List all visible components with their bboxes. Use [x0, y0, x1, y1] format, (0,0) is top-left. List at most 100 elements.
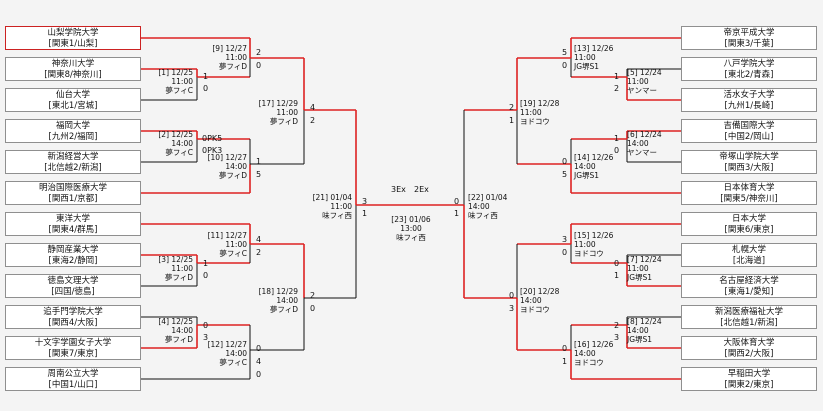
match-time: 14:00	[276, 295, 298, 305]
match-time: 14:00	[574, 348, 596, 358]
score-m12-low: 0	[256, 370, 262, 379]
left-team-7[interactable]: 東洋大学 [関東4/群馬]	[5, 212, 141, 236]
score-m12-bot: 4	[256, 357, 262, 366]
left-team-3[interactable]: 仙台大学 [東北1/宮城]	[5, 88, 141, 112]
score-m7-top: 0	[614, 259, 620, 268]
match-info-6: [6] 12/24 14:00 ヤンマー	[627, 130, 673, 157]
score-m8-bot: 3	[614, 333, 620, 342]
match-info-22: [22] 01/04 14:00 味フィ西	[468, 193, 518, 220]
right-team-4[interactable]: 吉備国際大学 [中国2/岡山]	[681, 119, 817, 143]
right-team-7[interactable]: 日本大学 [関東6/東京]	[681, 212, 817, 236]
team-name: 八戸学院大学	[723, 59, 775, 69]
right-team-3[interactable]: 活水女子大学 [九州1/長崎]	[681, 88, 817, 112]
score-m15-top: 3	[562, 235, 568, 244]
left-team-12[interactable]: 周南公立大学 [中国1/山口]	[5, 367, 141, 391]
match-time: 14:00	[225, 161, 247, 171]
team-region: [北海道]	[732, 256, 766, 266]
match-venue: 夢フィC	[165, 85, 193, 95]
team-region: [関西4/大阪]	[48, 318, 98, 328]
score-m3-top: 1	[203, 259, 209, 268]
team-region: [関東6/東京]	[724, 225, 774, 235]
team-region: [関西1/京都]	[48, 194, 98, 204]
match-info-12: [12] 12/27 14:00 夢フィC	[197, 340, 247, 367]
right-team-2[interactable]: 八戸学院大学 [東北2/青森]	[681, 57, 817, 81]
match-header: [5] 12/24	[627, 68, 662, 77]
team-region: [中国2/岡山]	[724, 132, 774, 142]
right-team-1[interactable]: 帝京平成大学 [関東3/千葉]	[681, 26, 817, 50]
score-m16-bot: 1	[562, 357, 568, 366]
team-region: [関東8/神奈川]	[44, 70, 102, 80]
right-team-9[interactable]: 名古屋経済大学 [東海1/愛知]	[681, 274, 817, 298]
left-team-11[interactable]: 十文字学園女子大学 [関東7/東京]	[5, 336, 141, 360]
right-team-12[interactable]: 早稲田大学 [関東2/東京]	[681, 367, 817, 391]
left-team-8[interactable]: 静岡産業大学 [東海2/静岡]	[5, 243, 141, 267]
score-final-right: 2Ex	[414, 185, 429, 194]
match-info-20: [20] 12/28 14:00 ヨドコウ	[520, 287, 568, 314]
left-team-4[interactable]: 福岡大学 [九州2/福岡]	[5, 119, 141, 143]
match-info-4: [4] 12/25 14:00 夢フィD	[145, 317, 193, 344]
team-region: [東海2/静岡]	[48, 256, 98, 266]
score-m2-bot: 0PK3	[202, 146, 223, 155]
right-team-6[interactable]: 日本体育大学 [関東5/神奈川]	[681, 181, 817, 205]
score-m9-top: 2	[256, 48, 262, 57]
team-region: [関東7/東京]	[48, 349, 98, 359]
left-team-2[interactable]: 神奈川大学 [関東8/神奈川]	[5, 57, 141, 81]
match-time: 11:00	[225, 239, 247, 249]
score-m5-bot: 2	[614, 84, 620, 93]
match-info-23: [23] 01/06 13:00 味フィ西	[390, 215, 432, 242]
team-name: 帝塚山学院大学	[719, 152, 779, 162]
score-m22-bot: 1	[454, 209, 460, 218]
match-header: [16] 12/26	[574, 340, 614, 349]
left-team-9[interactable]: 徳島文理大学 [四国/徳島]	[5, 274, 141, 298]
right-team-11[interactable]: 大阪体育大学 [関西2/大阪]	[681, 336, 817, 360]
match-time: 11:00	[225, 52, 247, 62]
right-team-10[interactable]: 新潟医療福祉大学 [北信越1/新潟]	[681, 305, 817, 329]
match-header: [20] 12/28	[520, 287, 560, 296]
match-info-9: [9] 12/27 11:00 夢フィD	[197, 44, 247, 71]
left-team-6[interactable]: 明治国際医療大学 [関西1/京都]	[5, 181, 141, 205]
team-region: [関東4/群馬]	[48, 225, 98, 235]
match-venue: 夢フィD	[269, 304, 298, 314]
match-time: 14:00	[574, 161, 596, 171]
team-region: [東北2/青森]	[724, 70, 774, 80]
team-name: 名古屋経済大学	[719, 276, 779, 286]
team-name: 山梨学院大学	[47, 28, 99, 38]
match-time: 13:00	[400, 223, 422, 233]
match-info-2: [2] 12/25 14:00 夢フィC	[145, 130, 193, 157]
left-team-1[interactable]: 山梨学院大学 [関東1/山梨]	[5, 26, 141, 50]
score-m21-bot: 1	[362, 209, 368, 218]
right-team-5[interactable]: 帝塚山学院大学 [関西3/大阪]	[681, 150, 817, 174]
match-time: 11:00	[520, 107, 542, 117]
team-name: 吉備国際大学	[723, 121, 775, 131]
score-m1-bot: 0	[203, 84, 209, 93]
match-time: 11:00	[627, 76, 649, 86]
score-m5-top: 1	[614, 72, 620, 81]
right-team-8[interactable]: 札幌大学 [北海道]	[681, 243, 817, 267]
score-m15-bot: 0	[562, 248, 568, 257]
team-name: 明治国際医療大学	[38, 183, 107, 193]
match-venue: 夢フィC	[165, 147, 193, 157]
match-info-10: [10] 12/27 14:00 夢フィD	[197, 153, 247, 180]
left-team-10[interactable]: 追手門学院大学 [関西4/大阪]	[5, 305, 141, 329]
score-m7-bot: 1	[614, 271, 620, 280]
match-venue: ヤンマー	[627, 85, 657, 95]
match-header: [8] 12/24	[627, 317, 662, 326]
score-m12-top: 0	[256, 344, 262, 353]
team-region: [東北1/宮城]	[48, 101, 98, 111]
match-info-18: [18] 12/29 14:00 夢フィD	[250, 287, 298, 314]
score-m11-bot: 2	[256, 248, 262, 257]
match-venue: JG堺S1	[574, 170, 600, 180]
score-m6-top: 1	[614, 134, 620, 143]
left-team-5[interactable]: 新潟経営大学 [北信越2/新潟]	[5, 150, 141, 174]
match-header: [14] 12/26	[574, 153, 614, 162]
match-venue: JG堺S1	[574, 61, 600, 71]
team-name: 十文字学園女子大学	[34, 338, 112, 348]
score-m4-bot: 3	[203, 333, 209, 342]
team-name: 仙台大学	[55, 90, 90, 100]
match-header: [15] 12/26	[574, 231, 614, 240]
match-info-14: [14] 12/26 14:00 JG堺S1	[574, 153, 622, 180]
match-time: 14:00	[627, 325, 649, 335]
match-header: [21] 01/04	[312, 193, 352, 202]
team-region: [関西2/大阪]	[724, 349, 774, 359]
